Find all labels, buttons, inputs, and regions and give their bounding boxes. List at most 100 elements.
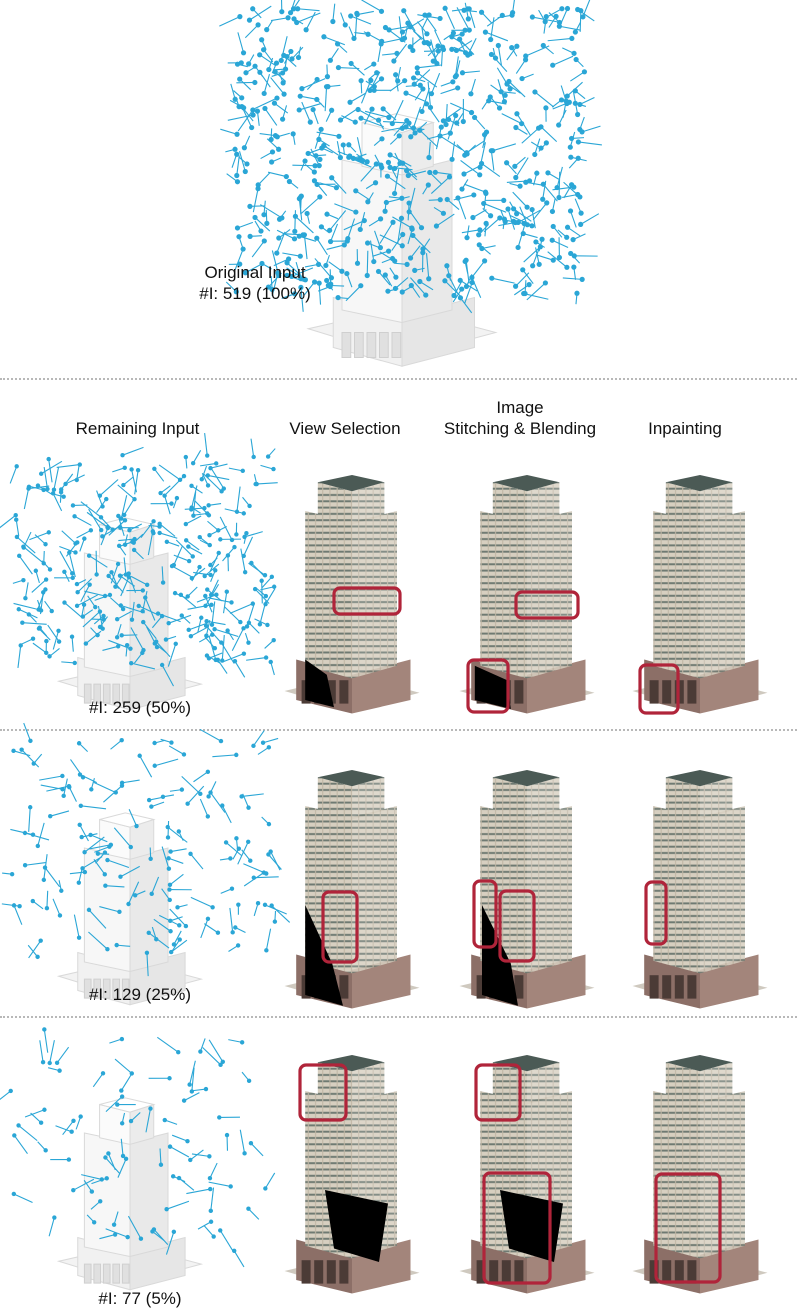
- building-door: [121, 1263, 130, 1284]
- camera-pin: [17, 903, 22, 909]
- stitching-blending-result: [459, 770, 595, 1009]
- camera-pin: [148, 856, 153, 861]
- camera-pin: [198, 1049, 203, 1054]
- camera-pin: [260, 740, 266, 745]
- camera-ray: [185, 539, 200, 551]
- inpainting-result: [632, 475, 768, 715]
- camera-pin: [399, 36, 405, 43]
- camera-pin: [122, 512, 127, 518]
- camera-pin: [514, 211, 520, 217]
- camera-pin: [575, 155, 581, 161]
- camera-pin: [564, 234, 570, 240]
- camera-ray: [417, 72, 438, 88]
- camera-ray: [28, 940, 42, 959]
- camera-ray: [387, 175, 406, 190]
- camera-ray: [0, 514, 17, 529]
- camera-ray: [379, 234, 403, 247]
- camera-pin: [8, 1088, 13, 1094]
- camera-pin: [43, 577, 49, 582]
- camera-ray: [387, 162, 398, 179]
- camera-ray: [324, 86, 328, 112]
- camera-ray: [145, 1108, 152, 1133]
- camera-pin: [303, 27, 309, 33]
- camera-pin: [464, 235, 470, 241]
- camera-pin: [393, 274, 399, 280]
- camera-pin: [321, 34, 327, 40]
- camera-ray: [208, 1181, 231, 1188]
- camera-pin: [368, 77, 374, 84]
- camera-pin: [218, 1228, 223, 1233]
- camera-ray: [314, 258, 332, 279]
- camera-pin: [318, 126, 324, 132]
- camera-pin: [41, 487, 46, 493]
- camera-pin: [14, 534, 20, 540]
- camera-pin: [62, 569, 67, 574]
- camera-ray: [303, 234, 308, 260]
- camera-pin: [208, 790, 213, 795]
- camera-ray: [31, 579, 47, 593]
- camera-pin: [28, 805, 33, 810]
- camera-ray: [113, 827, 132, 848]
- camera-pin: [129, 467, 134, 472]
- camera-pin: [214, 461, 219, 466]
- camera-pin: [115, 1102, 120, 1107]
- camera-ray: [131, 601, 135, 620]
- camera-pin: [311, 178, 318, 184]
- camera-pin: [465, 16, 471, 22]
- camera-pin: [412, 267, 418, 273]
- camera-pin: [510, 10, 516, 16]
- camera-pin: [414, 70, 421, 76]
- camera-ray: [305, 11, 316, 31]
- camera-ray: [200, 462, 217, 467]
- camera-pin: [378, 216, 384, 222]
- camera-ray: [234, 660, 246, 678]
- camera-pin: [325, 84, 331, 90]
- camera-ray: [161, 846, 170, 869]
- camera-pin: [128, 1118, 134, 1124]
- camera-ray: [73, 1178, 95, 1191]
- camera-pin: [76, 935, 82, 940]
- camera-ray: [59, 550, 73, 574]
- camera-pin: [181, 473, 187, 479]
- camera-pin: [276, 146, 282, 152]
- camera-ray: [128, 881, 140, 905]
- camera-ray: [13, 1193, 33, 1204]
- camera-pin: [70, 571, 75, 576]
- camera-ray: [265, 588, 276, 605]
- camera-pin: [183, 923, 189, 929]
- camera-ray: [542, 183, 558, 202]
- camera-ray: [158, 914, 180, 926]
- camera-pin: [205, 511, 210, 516]
- camera-ray: [486, 14, 503, 27]
- camera-ray: [157, 1036, 179, 1053]
- camera-ray: [481, 163, 501, 178]
- camera-ray: [282, 233, 304, 236]
- photo-tower-side: [700, 1091, 745, 1259]
- photo-roof: [317, 475, 385, 492]
- camera-ray: [360, 80, 372, 104]
- camera-pin: [189, 483, 194, 489]
- camera-pin: [113, 790, 118, 795]
- camera-pin: [105, 857, 110, 863]
- camera-ray: [467, 38, 477, 56]
- camera-pin: [272, 919, 278, 924]
- camera-pin: [157, 524, 162, 529]
- camera-ray: [209, 525, 227, 536]
- camera-ray: [412, 235, 431, 254]
- camera-ray: [356, 137, 364, 161]
- camera-pin: [419, 108, 425, 115]
- camera-ray: [219, 516, 233, 541]
- camera-ray: [161, 664, 174, 687]
- camera-ray: [129, 523, 143, 531]
- camera-pin: [364, 272, 370, 279]
- camera-pin: [169, 501, 174, 506]
- camera-ray: [229, 603, 254, 614]
- camera-ray: [209, 552, 220, 572]
- camera-ray: [331, 177, 347, 194]
- camera-pin: [205, 453, 210, 458]
- camera-pin: [119, 1121, 125, 1126]
- camera-ray: [48, 458, 53, 483]
- camera-pin: [99, 527, 104, 533]
- camera-ray: [542, 180, 547, 200]
- camera-pin: [420, 86, 426, 92]
